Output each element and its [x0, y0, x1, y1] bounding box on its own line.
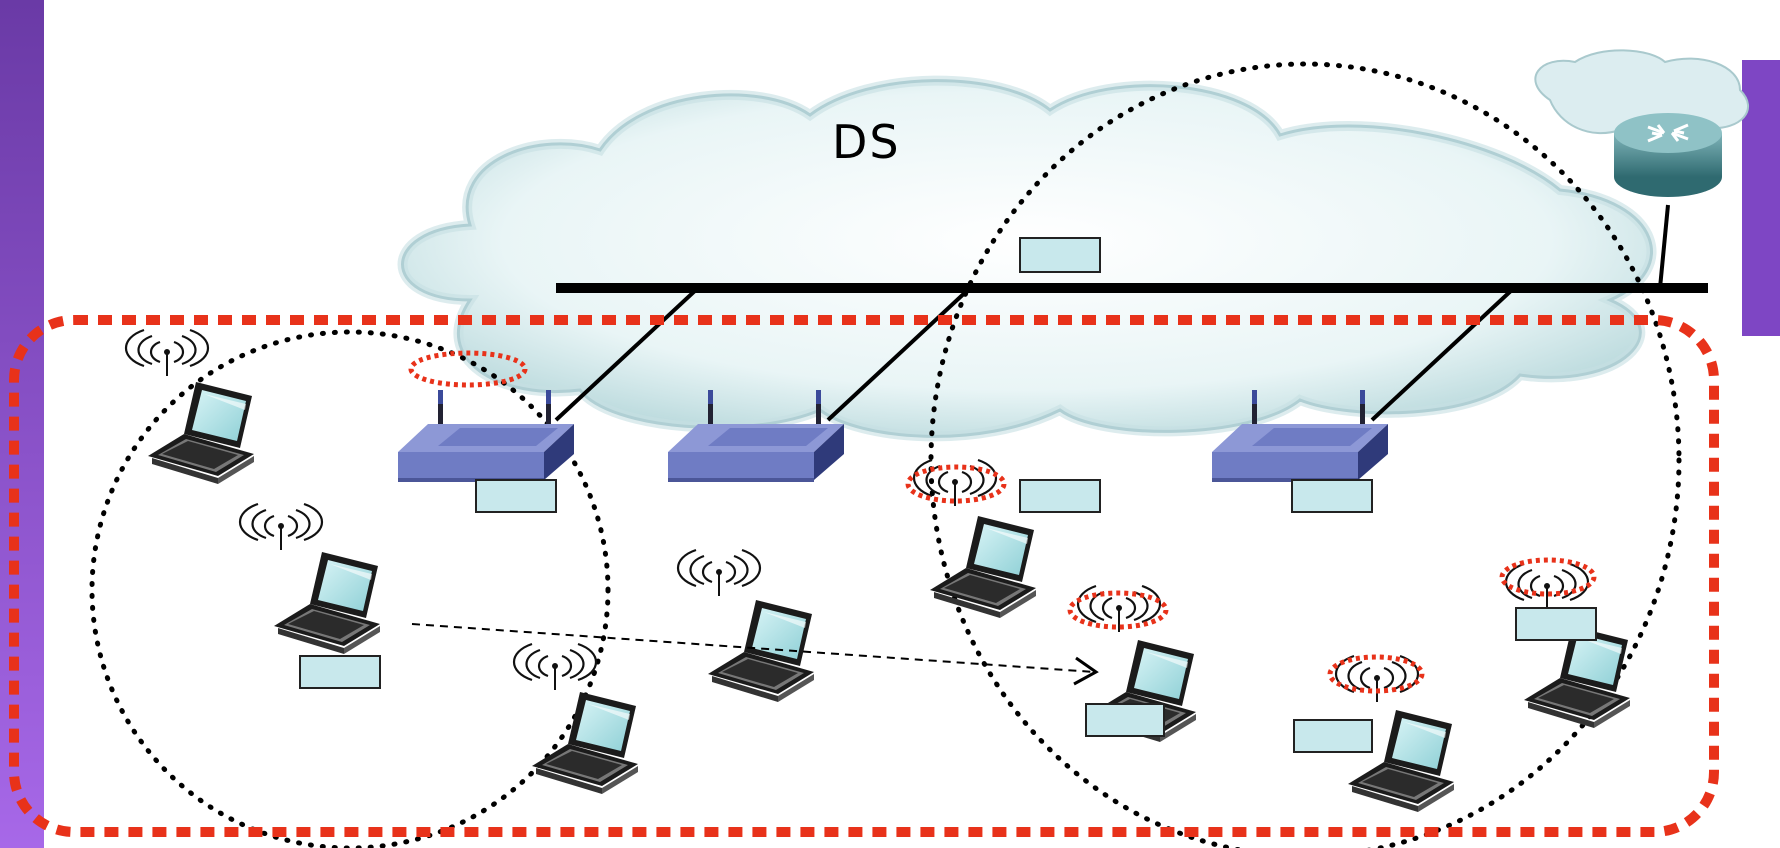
bss-coverage-left [89, 329, 611, 848]
ap-2-address-box [1019, 479, 1101, 513]
station-highlight [1067, 590, 1169, 630]
ap-1-highlight [408, 350, 528, 388]
station-address-box [1293, 719, 1373, 753]
station-address-box [299, 655, 381, 689]
ds-address-box [1019, 237, 1101, 273]
station-address-box [1515, 607, 1597, 641]
ap-1-address-box [475, 479, 557, 513]
station-address-box [1085, 703, 1165, 737]
ap-1-link [554, 286, 700, 422]
router-link [1658, 204, 1670, 289]
ds-label: DS [832, 115, 901, 169]
arrow-head-icon [1073, 656, 1099, 686]
ap-3-address-box [1291, 479, 1373, 513]
station-highlight [1327, 654, 1425, 694]
station-highlight [1499, 557, 1597, 597]
ap-2-link [826, 286, 972, 422]
bss-coverage-right [928, 61, 1682, 848]
router-icon [1614, 113, 1722, 197]
ap-3-link [1370, 286, 1516, 422]
roaming-path-arrow [411, 623, 1095, 673]
left-decorative-strip [0, 0, 44, 848]
station-highlight [905, 464, 1007, 504]
